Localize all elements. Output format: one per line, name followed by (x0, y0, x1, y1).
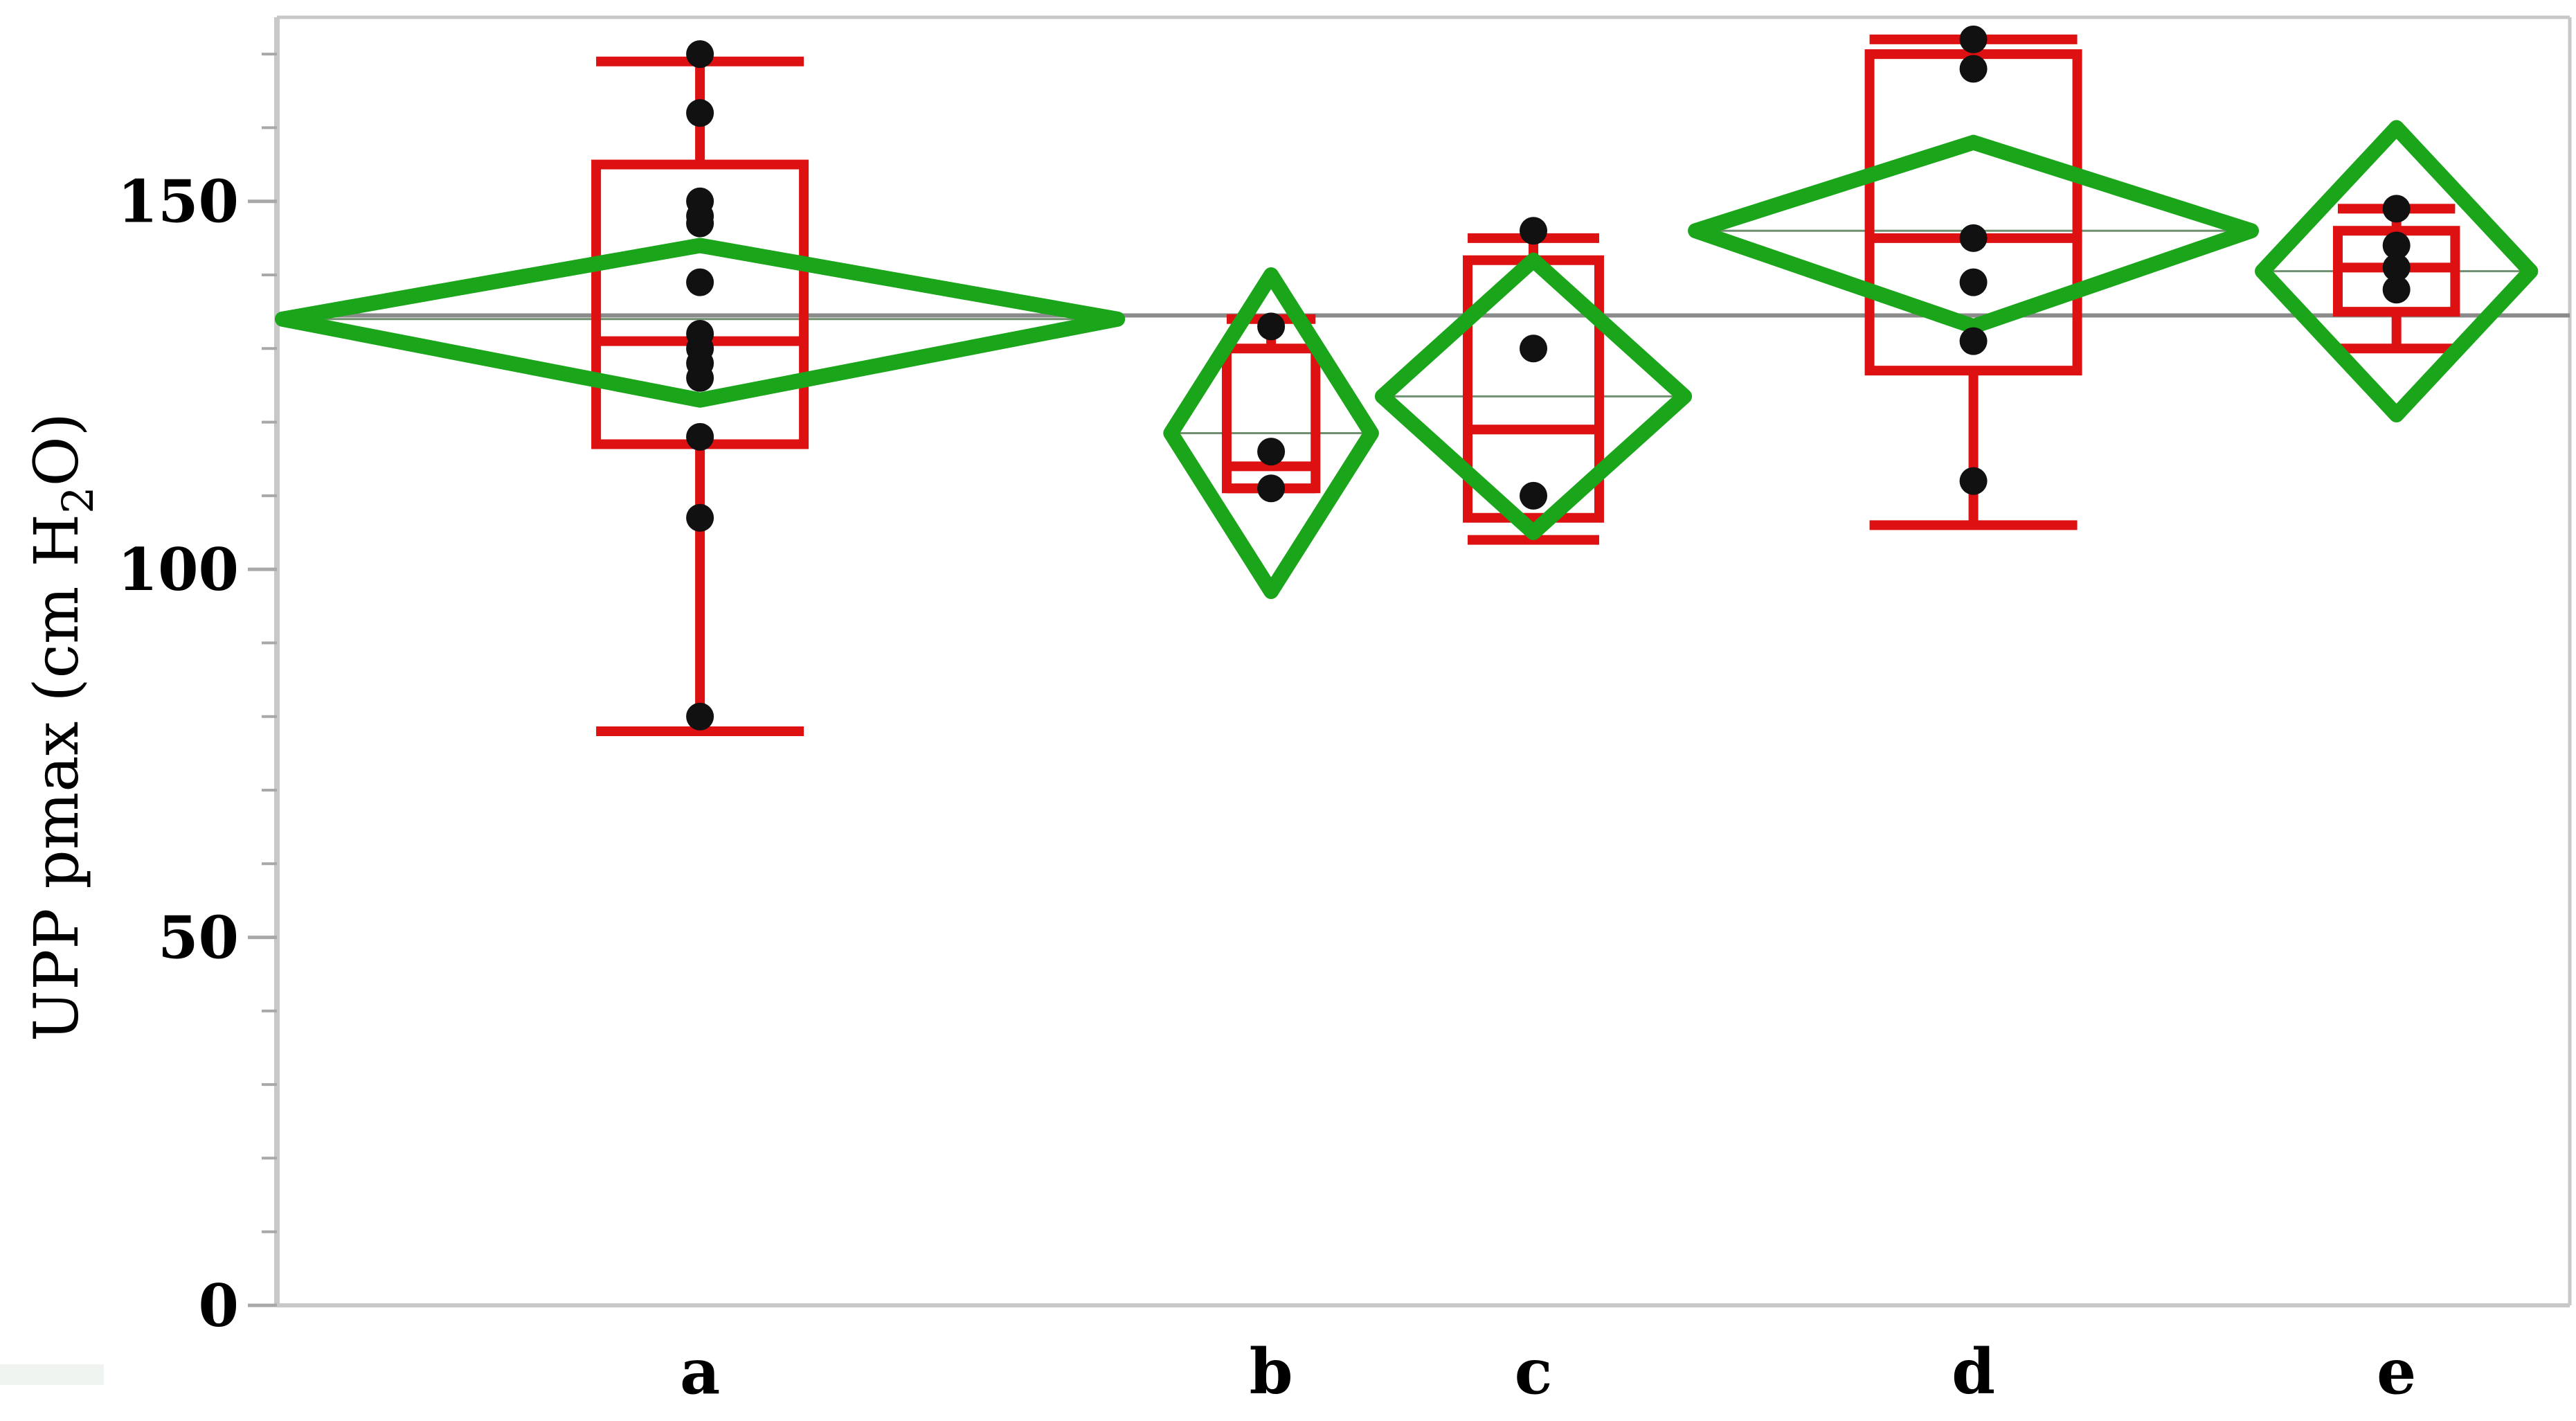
plot-frame (0, 15, 2572, 1385)
means-diamond (275, 238, 1126, 408)
data-point (1959, 327, 1988, 355)
box-iqr (1864, 49, 2082, 376)
x-tick-label: c (1515, 1335, 1553, 1409)
y-tick-label: 0 (199, 1271, 239, 1340)
data-point (1959, 25, 1988, 53)
data-point (1520, 334, 1547, 363)
data-point (1520, 481, 1547, 510)
data-point (686, 364, 714, 392)
y-axis-title-main: UPP pmax (cm H (21, 514, 92, 1042)
data-point (1959, 224, 1988, 252)
means-diamond (1688, 134, 2259, 334)
x-tick-label: a (680, 1335, 720, 1409)
data-point (2382, 195, 2411, 223)
y-axis-title-tail: O) (21, 413, 92, 486)
data-point (1257, 474, 1286, 503)
means-diamond (1374, 252, 1693, 540)
box-plots (591, 34, 2460, 736)
y-axis: 0 50 100 150 (118, 53, 277, 1340)
y-tick-label: 100 (118, 535, 239, 604)
x-tick-label: e (2377, 1335, 2416, 1409)
y-axis-title: UPP pmax (cm H2O) (21, 413, 103, 1042)
y-axis-title-subscript: 2 (53, 486, 103, 513)
data-point (2382, 253, 2411, 282)
data-point (1520, 217, 1547, 245)
data-point (686, 422, 714, 451)
data-point (686, 268, 714, 296)
means-diamonds (275, 120, 2539, 600)
data-points (686, 25, 2411, 731)
data-point (1959, 268, 1988, 296)
x-tick-label: b (1250, 1335, 1293, 1409)
data-point (686, 99, 714, 127)
data-point (1257, 438, 1286, 466)
data-point (2382, 276, 2411, 304)
data-point (686, 503, 714, 532)
means-diamond (1163, 267, 1379, 600)
x-axis: a b c d e (680, 1335, 2416, 1409)
data-point (686, 40, 714, 69)
data-point (2382, 231, 2411, 260)
data-point (1959, 55, 1988, 83)
data-point (686, 209, 714, 238)
y-tick-label: 150 (118, 168, 239, 236)
data-point (1959, 467, 1988, 495)
data-point (1257, 312, 1286, 341)
means-diamond (2255, 120, 2539, 422)
y-tick-label: 50 (158, 904, 239, 972)
data-point (686, 702, 714, 731)
x-tick-label: d (1952, 1335, 1995, 1409)
